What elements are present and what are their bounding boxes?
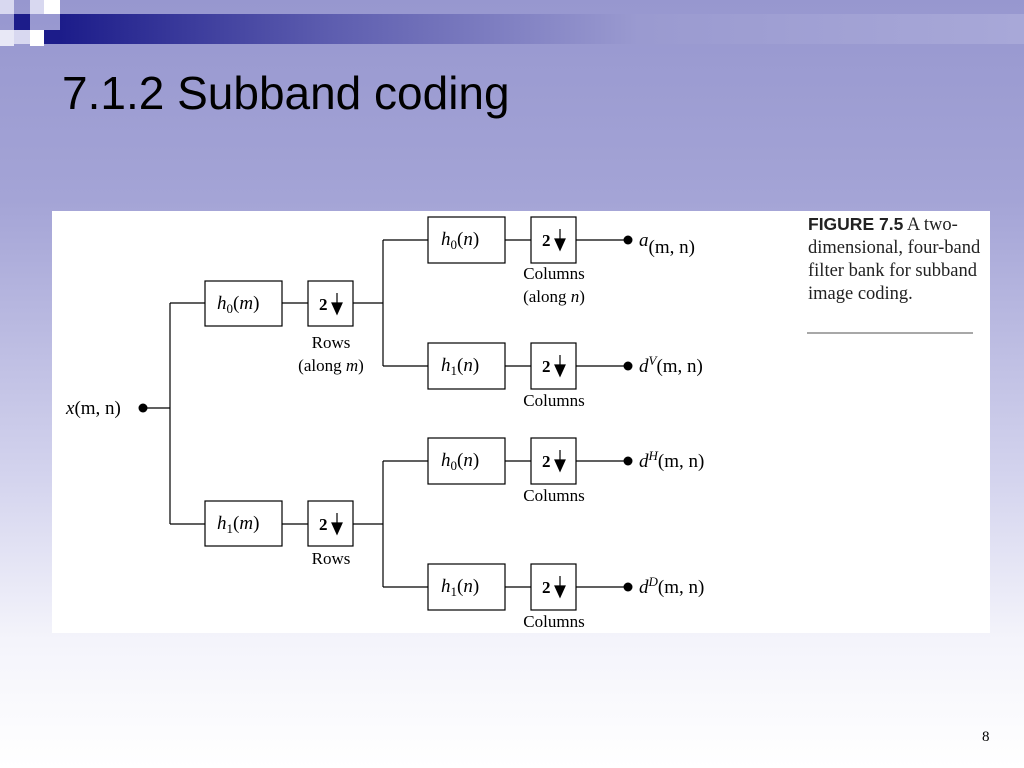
figure-number: FIGURE 7.5 (808, 214, 904, 234)
down-arrow-icon (554, 576, 566, 599)
output-vertical-detail-label: dV(m, n) (639, 353, 703, 377)
columns-label: Columns (523, 264, 584, 283)
downsample-factor: 2 (542, 578, 551, 597)
downsample-factor: 2 (542, 357, 551, 376)
output-approximation-label: a(m, n) (639, 230, 695, 258)
downsample-factor: 2 (542, 452, 551, 471)
deco-square (0, 30, 14, 46)
columns-label: Columns (523, 612, 584, 631)
row-downsampler-box (307, 500, 354, 547)
filter-bank-diagram: x(m, n) h0(m) 2 Rows (along m) h1(m) 2 R… (65, 216, 704, 631)
column-downsampler-box (530, 216, 577, 264)
downsample-factor: 2 (542, 231, 551, 250)
deco-square (30, 0, 44, 14)
figure-panel: x(m, n) h0(m) 2 Rows (along m) h1(m) 2 R… (52, 211, 990, 633)
header-decoration (0, 0, 1024, 46)
figure-caption-text: A two-dimensional, four-band filter bank… (808, 215, 981, 304)
connection-lines (143, 239, 628, 588)
down-arrow-icon (554, 229, 566, 252)
rows-along-m-label: (along m) (298, 356, 364, 375)
figure-caption: FIGURE 7.5 A two-dimensional, four-band … (808, 213, 984, 306)
column-filter-box (427, 563, 506, 611)
deco-square (0, 0, 14, 14)
row-downsampler-box (307, 280, 354, 327)
downsample-factor: 2 (319, 295, 328, 314)
row-filter-h0-label: h0(m) (217, 293, 259, 316)
down-arrow-icon (331, 293, 343, 316)
caption-divider (807, 332, 973, 334)
column-downsampler-box (530, 437, 577, 485)
column-downsampler-box (530, 563, 577, 611)
deco-square (14, 14, 30, 30)
output-node (623, 456, 633, 466)
output-horizontal-detail-label: dH(m, n) (639, 448, 704, 472)
down-arrow-icon (554, 450, 566, 473)
output-node (623, 235, 633, 245)
output-node (623, 582, 633, 592)
deco-square (14, 30, 30, 44)
column-filter-label: h0(n) (441, 450, 479, 473)
down-arrow-icon (331, 513, 343, 536)
column-filter-label: h1(n) (441, 576, 479, 599)
deco-square (30, 30, 44, 46)
row-filter-h1-box (204, 500, 283, 547)
rows-label: Rows (312, 333, 351, 352)
output-diagonal-detail-label: dD(m, n) (639, 574, 704, 598)
deco-square (44, 30, 60, 44)
columns-along-n-label: (along n) (523, 287, 585, 306)
row-filter-h0-box (204, 280, 283, 327)
column-filter-box (427, 437, 506, 485)
column-downsampler-box (530, 342, 577, 390)
rows-label: Rows (312, 549, 351, 568)
columns-label: Columns (523, 391, 584, 410)
downsample-factor: 2 (319, 515, 328, 534)
slide-title: 7.1.2 Subband coding (62, 67, 510, 119)
column-filter-box (427, 216, 506, 264)
column-filter-label: h0(n) (441, 229, 479, 252)
output-node (623, 361, 633, 371)
columns-label: Columns (523, 486, 584, 505)
deco-square (44, 0, 60, 14)
column-filter-label: h1(n) (441, 355, 479, 378)
column-filter-box (427, 342, 506, 390)
down-arrow-icon (554, 355, 566, 378)
input-node (138, 403, 148, 413)
row-filter-h1-label: h1(m) (217, 513, 259, 536)
page-number: 8 (982, 729, 990, 745)
input-signal-label: x(m, n) (65, 398, 121, 419)
